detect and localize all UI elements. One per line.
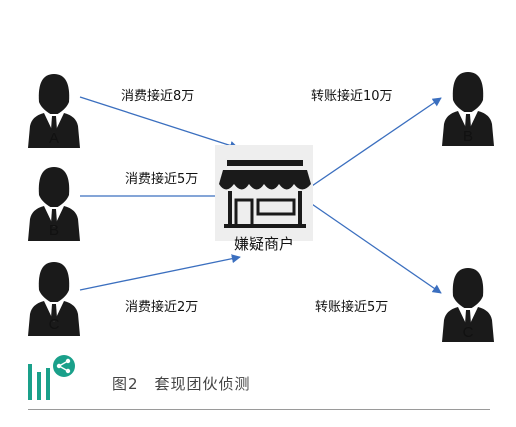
arrow-c-to-store	[79, 254, 241, 291]
flow-label-a: 消费接近8万	[121, 89, 195, 104]
flow-label-c: 消费接近2万	[125, 300, 199, 315]
divider	[28, 409, 490, 410]
flow-label-to-c: 转账接近5万	[315, 300, 389, 315]
store-label: 嫌疑商户	[233, 235, 294, 253]
person-c-label: C	[48, 316, 60, 333]
person-a-label: A	[48, 130, 59, 147]
flow-label-b: 消费接近5万	[125, 172, 199, 187]
figure-caption: 图2 套现团伙侦测	[112, 375, 251, 393]
arrow-a-to-store	[79, 96, 239, 150]
person-b-label: B	[48, 222, 59, 239]
person-b-right-label: B	[462, 128, 473, 145]
arrow-store-to-c	[305, 199, 442, 294]
person-c-right-label: C	[462, 324, 474, 341]
arrow-store-to-b	[305, 97, 442, 191]
share-logo-icon	[28, 355, 75, 400]
flow-label-to-b: 转账接近10万	[311, 89, 393, 104]
storefront-icon	[215, 145, 313, 241]
